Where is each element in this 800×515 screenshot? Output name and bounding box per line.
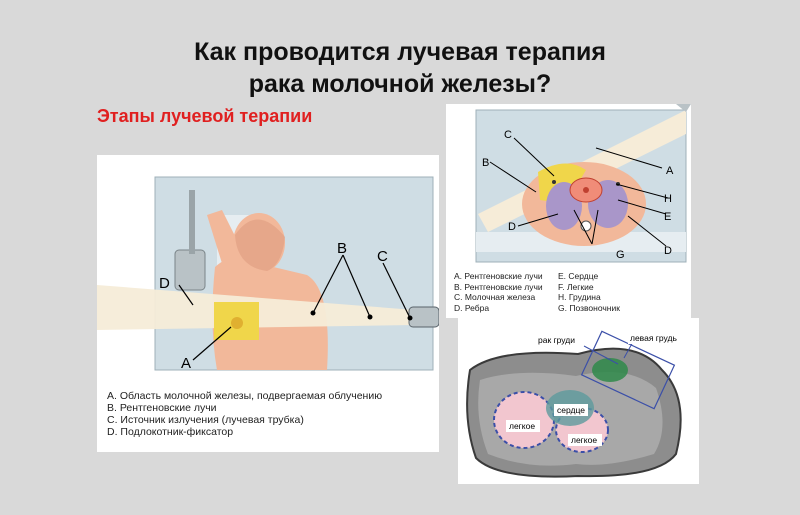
title-line-1: Как проводится лучевая терапия [194, 38, 606, 66]
leader-b1 [312, 254, 344, 314]
legend-item: B. Рентгеновские лучи [454, 281, 543, 292]
label-d2: D [664, 245, 672, 257]
legend-item: F. Легкие [558, 281, 594, 292]
title-line-2: рака молочной железы? [248, 70, 552, 98]
label-lung-right: легкое [571, 435, 597, 445]
label-lung-left: легкое [509, 421, 535, 431]
ct-leader-tumor [583, 345, 619, 365]
label-d: D [159, 275, 170, 292]
ct-label-bg-heart [554, 404, 588, 416]
figure-cross-section-schematic: C B A H E D D G A. Рентгеновские лучи B.… [446, 104, 691, 318]
label-e: E [664, 211, 671, 223]
figure2-legend-left: A. Рентгеновские лучи B. Рентгеновские л… [454, 271, 543, 313]
leader-d3 [627, 215, 667, 247]
figure2-legend-right: E. Сердце F. Легкие H. Грудина G. Позвон… [558, 271, 620, 313]
ct-label-bg-lung2 [568, 434, 602, 446]
label-tumor: рак груди [538, 335, 575, 345]
label-heart: сердце [557, 405, 585, 415]
leader-g2 [591, 209, 599, 245]
label-g: G [616, 249, 625, 261]
ct-label-bg-breast [628, 332, 686, 344]
tube-a [676, 104, 691, 112]
dot-c [407, 315, 413, 321]
figure-patient-position: A B C D A. Область молочной железы, подв… [97, 155, 440, 452]
rib-1 [552, 180, 556, 184]
label-d1: D [508, 221, 516, 233]
patient-illustration: A B C D [97, 176, 440, 372]
section-subtitle: Этапы лучевой терапии [97, 106, 313, 126]
leader-a2 [595, 147, 663, 169]
label-a: A [181, 355, 191, 372]
leader-d2 [517, 213, 559, 227]
leader-d [178, 284, 194, 306]
label-h: H [664, 193, 672, 205]
dot-b2 [367, 314, 373, 320]
legend-item: C. Источник излучения (лучевая трубка) [107, 414, 304, 426]
label-left-breast: левая грудь [630, 333, 677, 343]
dot-b1 [310, 310, 316, 316]
armrest-fixator [174, 249, 206, 291]
breast-area-center [231, 317, 243, 329]
ct-tumor [592, 358, 628, 382]
leader-h [615, 183, 669, 199]
leader-c [382, 262, 411, 319]
legend-item: D. Подлокотник-фиксатор [107, 426, 234, 438]
ct-label-bg-lung1 [506, 420, 540, 432]
legend-item: B. Рентгеновские лучи [107, 402, 217, 414]
leader-g1 [573, 209, 593, 245]
x-ray-tube [408, 306, 440, 328]
ct-label-bg-tumor [536, 334, 584, 346]
patient-hair [235, 219, 285, 271]
label-c: C [377, 248, 388, 265]
figure1-legend: A. Область молочной железы, подвергаемая… [107, 390, 382, 438]
leader-e [617, 199, 667, 215]
leader-c2 [513, 137, 555, 177]
label-a: A [666, 165, 674, 177]
leader-b2 [342, 254, 371, 318]
legend-item: A. Область молочной железы, подвергаемая… [107, 390, 383, 402]
ct-field-box [580, 330, 676, 410]
legend-item: D. Ребра [454, 302, 490, 313]
armrest-pole [189, 190, 195, 254]
leader-a [192, 326, 232, 361]
label-b: B [482, 157, 489, 169]
legend-item: C. Молочная железа [454, 292, 536, 302]
leader-b2 [489, 161, 537, 193]
cross-section-illustration: C B A H E D D G [475, 104, 691, 263]
figure-ct-scan: рак груди левая грудь сердце легкое легк… [458, 318, 699, 484]
legend-item: G. Позвоночник [558, 302, 620, 313]
label-b: B [337, 240, 347, 257]
legend-item: H. Грудина [558, 292, 601, 302]
label-c: C [504, 129, 512, 141]
legend-item: A. Рентгеновские лучи [454, 271, 543, 281]
ct-scan-image: рак груди левая грудь сердце легкое легк… [466, 330, 686, 478]
page-title: Как проводится лучевая терапия рака моло… [0, 36, 800, 100]
legend-item: E. Сердце [558, 271, 599, 281]
sternum-h [583, 187, 589, 193]
